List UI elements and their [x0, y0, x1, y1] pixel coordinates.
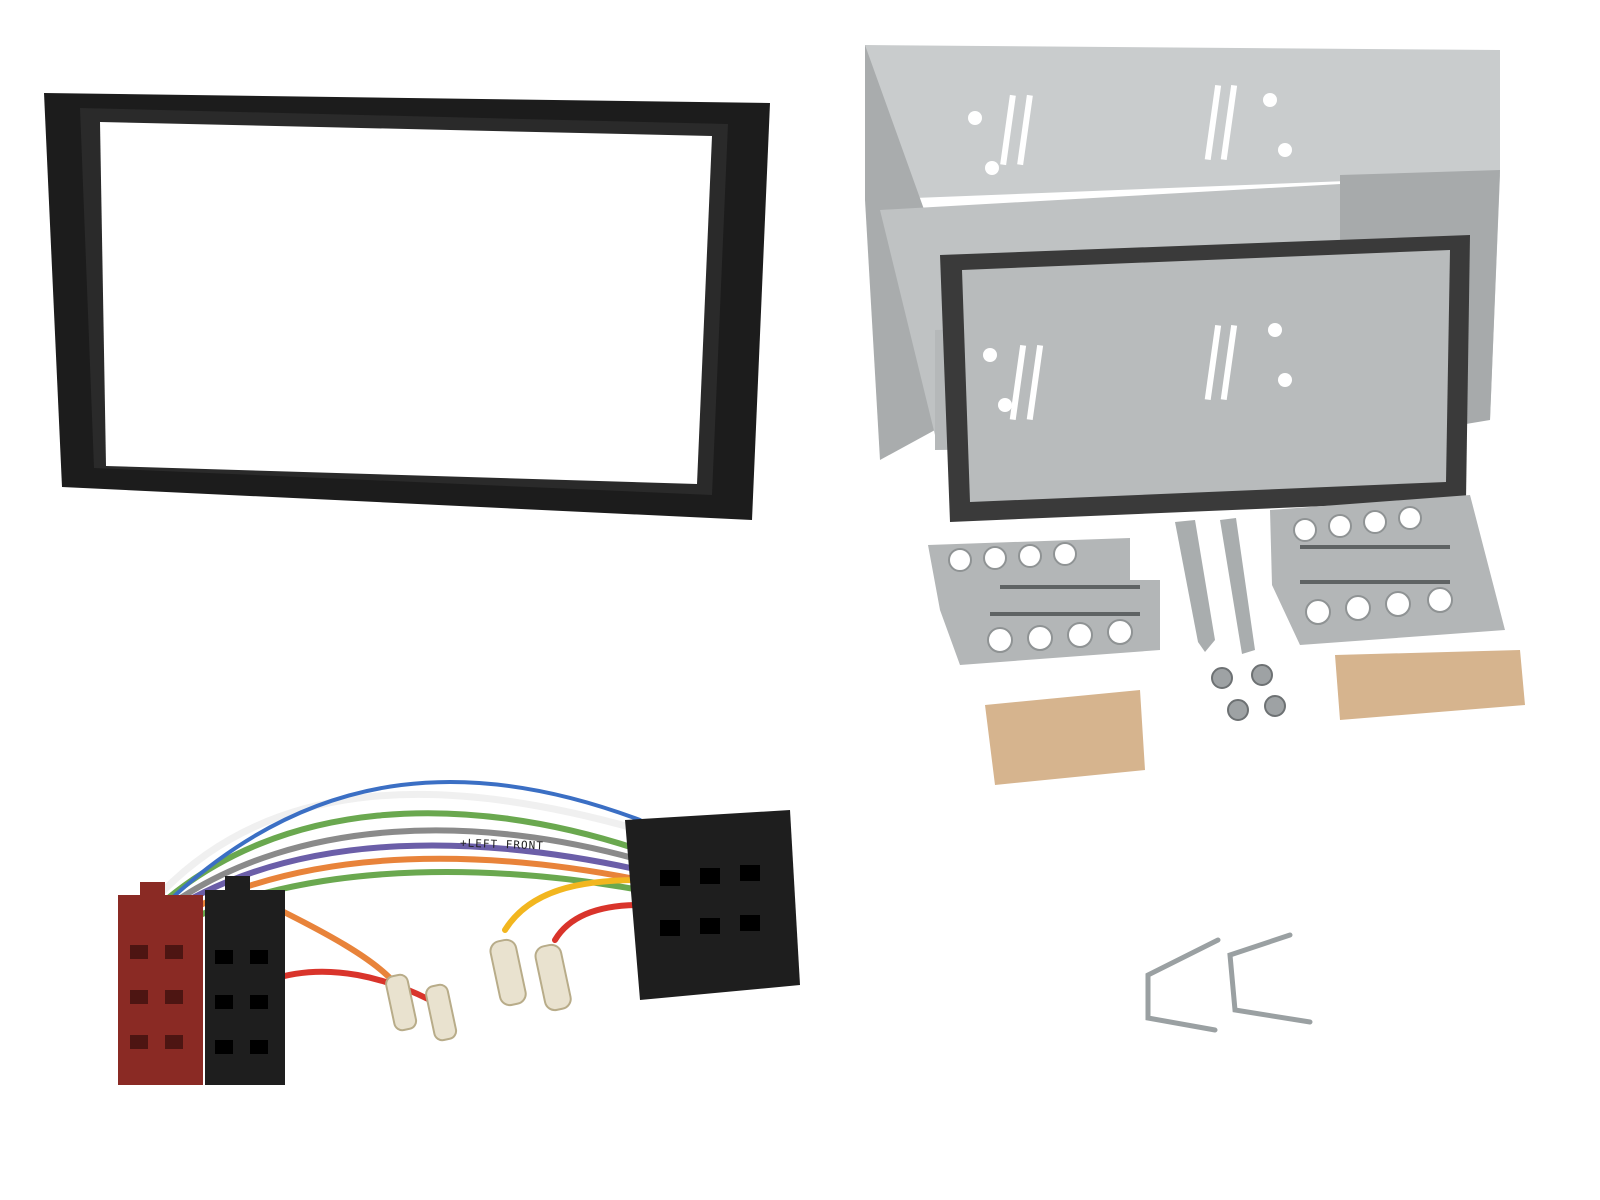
- mounting-cage: [865, 45, 1500, 522]
- screws: [1211, 664, 1286, 721]
- side-bracket-right: [1270, 495, 1505, 645]
- side-bracket-left: [928, 538, 1160, 665]
- din-removal-keys: [1145, 932, 1313, 1033]
- copper-clips: [985, 650, 1525, 785]
- fascia-panel: [44, 93, 770, 520]
- connector-black-small: [205, 876, 285, 1085]
- connector-red: [118, 882, 203, 1085]
- bullet-connectors: [385, 938, 572, 1042]
- connector-black-large: [625, 810, 800, 1000]
- flat-release-keys: [1175, 518, 1255, 654]
